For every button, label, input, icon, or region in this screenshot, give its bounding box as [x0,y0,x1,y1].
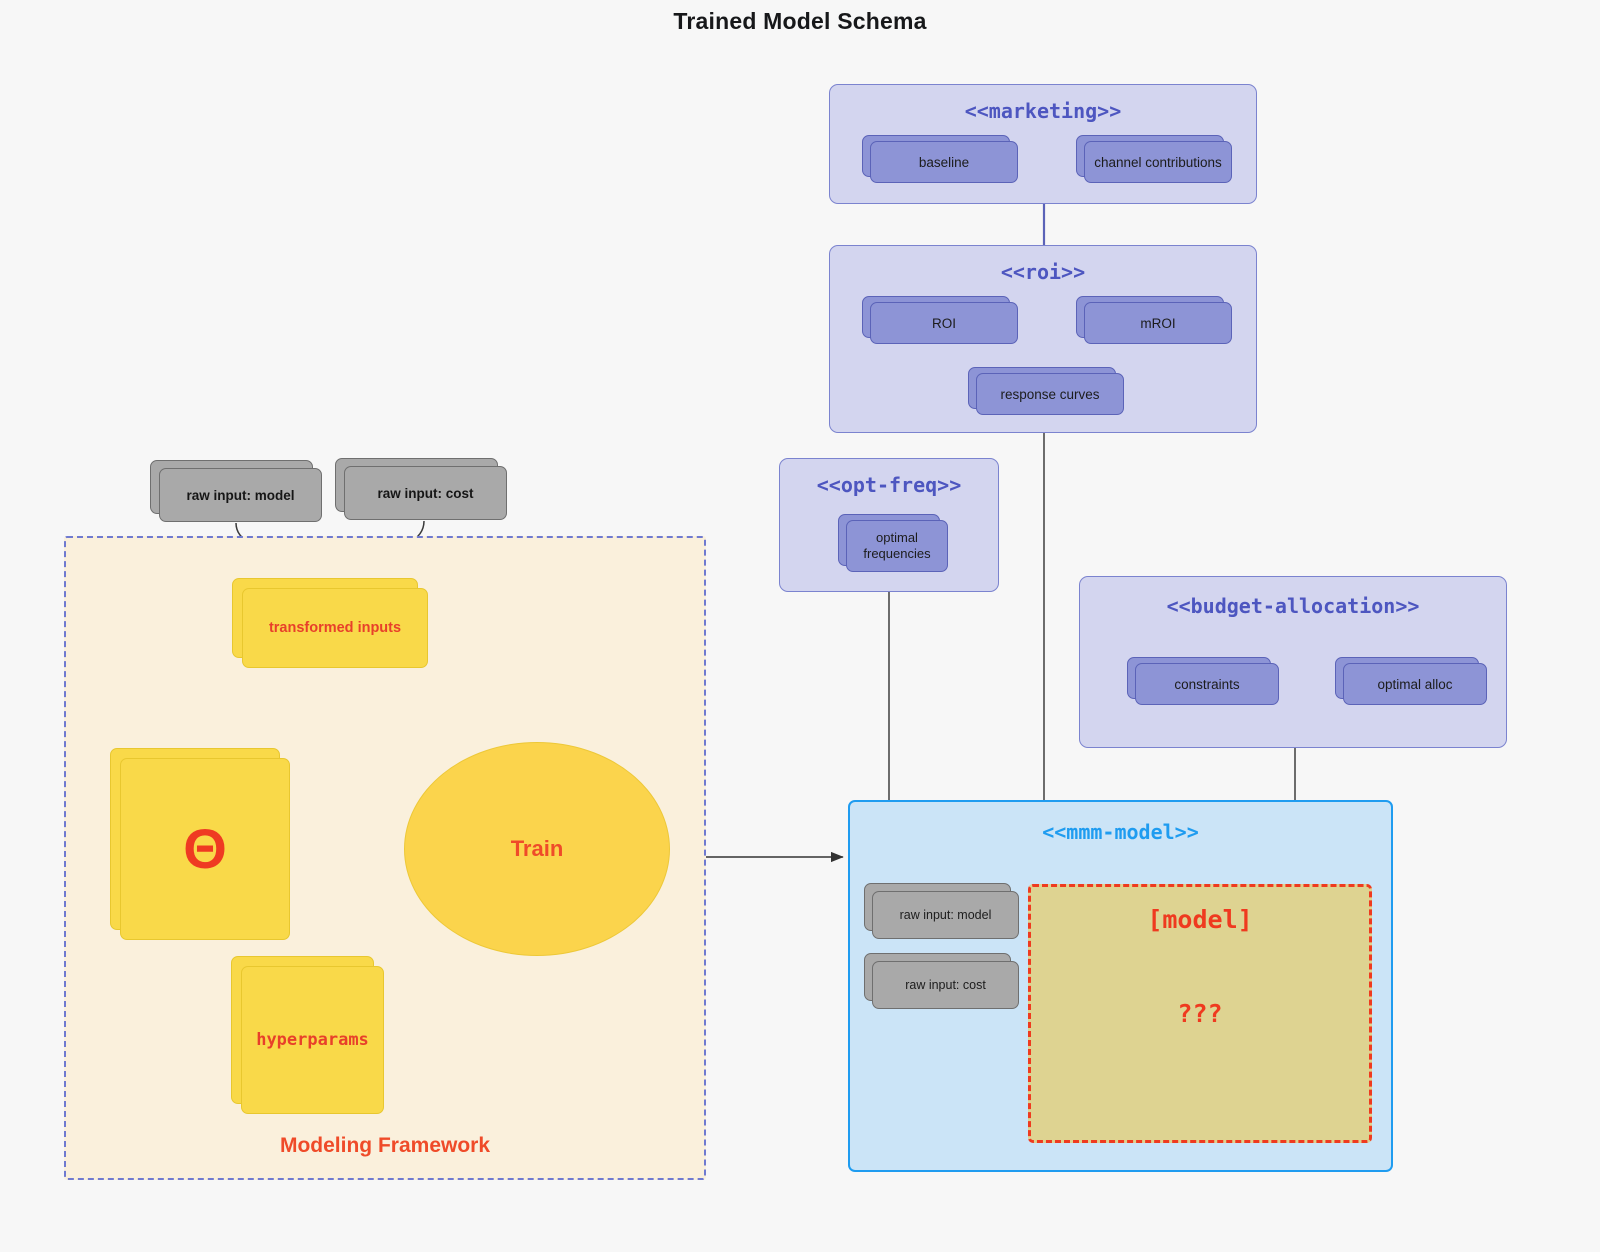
group-opt-freq[interactable]: <<opt-freq>> optimal frequencies [779,458,999,592]
node-mmm-raw-input-model[interactable]: raw input: model [864,883,1019,939]
model-placeholder-title: [model] [1147,905,1253,934]
group-opt-freq-title: <<opt-freq>> [816,473,962,497]
node-channel-contributions-face: channel contributions [1084,141,1232,183]
group-roi-title: <<roi>> [1000,260,1086,284]
node-baseline-face: baseline [870,141,1018,183]
node-response-curves[interactable]: response curves [968,367,1124,415]
node-raw-input-model[interactable]: raw input: model [150,460,322,522]
group-budget-allocation[interactable]: <<budget-allocation>> constraints optima… [1079,576,1507,748]
optimal-frequencies-line2: frequencies [863,546,931,561]
node-theta[interactable]: Θ [110,748,290,940]
node-hyperparams-face: hyperparams [241,966,384,1114]
group-marketing-title: <<marketing>> [964,99,1122,123]
node-train[interactable]: Train [404,742,670,956]
node-mmm-raw-input-cost-face: raw input: cost [872,961,1019,1009]
group-marketing[interactable]: <<marketing>> baseline channel contribut… [829,84,1257,204]
node-raw-input-cost-face: raw input: cost [344,466,507,520]
node-train-label: Train [510,836,564,861]
node-baseline[interactable]: baseline [862,135,1018,183]
node-roi[interactable]: ROI [862,296,1018,344]
node-transformed-inputs[interactable]: transformed inputs [232,578,428,668]
node-constraints[interactable]: constraints [1127,657,1279,705]
node-hyperparams[interactable]: hyperparams [231,956,384,1114]
group-budget-allocation-title: <<budget-allocation>> [1166,594,1420,618]
node-transformed-inputs-face: transformed inputs [242,588,428,668]
group-mmm-model[interactable]: <<mmm-model>> raw input: model raw input… [848,800,1393,1172]
group-roi[interactable]: <<roi>> ROI mROI response curves [829,245,1257,433]
page-title: Trained Model Schema [673,8,927,34]
node-roi-face: ROI [870,302,1018,344]
node-optimal-frequencies[interactable]: optimal frequencies [838,514,948,572]
node-response-curves-face: response curves [976,373,1124,415]
node-optimal-alloc[interactable]: optimal alloc [1335,657,1487,705]
node-theta-face: Θ [120,758,290,940]
node-optimal-alloc-face: optimal alloc [1343,663,1487,705]
node-constraints-face: constraints [1135,663,1279,705]
theta-symbol: Θ [183,817,227,880]
model-placeholder-unknown: ??? [1177,999,1223,1028]
node-raw-input-cost[interactable]: raw input: cost [335,458,507,520]
modeling-framework-label: Modeling Framework [279,1134,491,1157]
node-raw-input-model-face: raw input: model [159,468,322,522]
group-mmm-model-title: <<mmm-model>> [1042,820,1199,844]
node-channel-contributions[interactable]: channel contributions [1076,135,1232,183]
node-mroi-face: mROI [1084,302,1232,344]
model-placeholder-box[interactable]: [model] ??? [1028,884,1372,1143]
node-mroi[interactable]: mROI [1076,296,1232,344]
optimal-frequencies-line1: optimal [876,529,918,545]
node-mmm-raw-input-cost[interactable]: raw input: cost [864,953,1019,1009]
node-mmm-raw-input-model-face: raw input: model [872,891,1019,939]
node-optimal-frequencies-face: optimal frequencies [846,520,948,572]
